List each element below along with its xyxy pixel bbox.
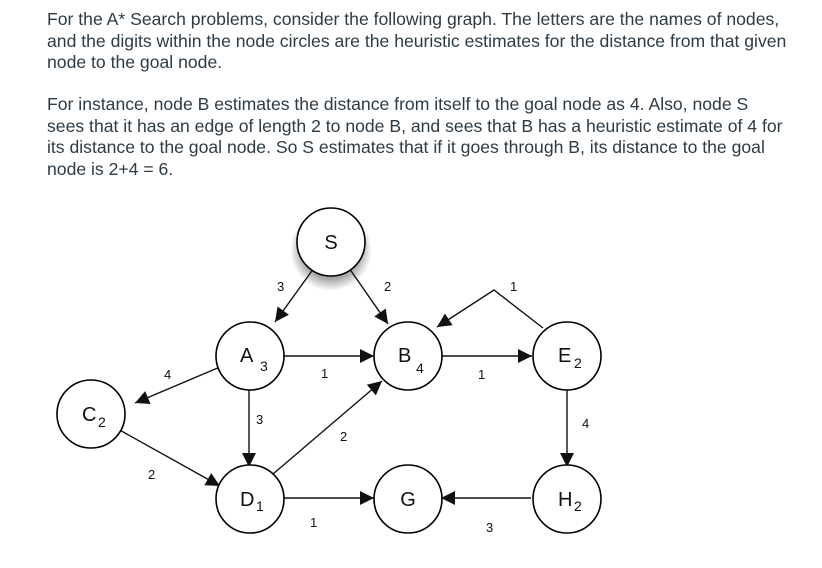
node-d-heuristic: 1 <box>256 498 264 514</box>
node-g-label: G <box>400 489 416 511</box>
edge-weight-a-c: 4 <box>164 367 171 382</box>
node-g: G <box>373 464 443 534</box>
edge-weight-s-b: 2 <box>384 279 391 294</box>
edge-weight-e-b: 1 <box>510 279 517 294</box>
node-d: D 1 <box>215 464 285 534</box>
edge-a-c <box>134 366 221 404</box>
edge-s-b <box>348 267 389 325</box>
nodes-group: S A 3 B 4 E 2 C 2 D 1 <box>56 207 602 534</box>
node-d-label: D <box>240 489 254 511</box>
node-a: A 3 <box>215 321 285 391</box>
edge-d-b <box>272 380 383 475</box>
node-s-label: S <box>324 232 337 254</box>
node-b-label: B <box>398 345 411 367</box>
node-b: B 4 <box>373 321 443 391</box>
edge-weight-d-g: 1 <box>310 515 317 530</box>
intro-paragraph: For the A* Search problems, consider the… <box>47 9 787 72</box>
node-b-heuristic: 4 <box>416 360 424 376</box>
node-h: H 2 <box>532 464 602 534</box>
node-e-label: E <box>558 345 571 367</box>
edge-c-d <box>115 427 221 487</box>
edge-weight-a-b: 1 <box>321 366 328 381</box>
node-c-heuristic: 2 <box>98 414 106 430</box>
edge-s-a <box>274 267 315 323</box>
edge-weight-a-d: 3 <box>256 412 263 427</box>
node-c-label: C <box>82 404 96 426</box>
edge-weight-d-b: 2 <box>340 429 347 444</box>
node-h-label: H <box>558 489 572 511</box>
node-a-label: A <box>240 345 254 367</box>
edge-e-b <box>436 289 544 329</box>
edge-weight-e-h: 4 <box>582 416 589 431</box>
edges-group: 3 2 1 4 3 1 1 2 2 1 4 3 <box>115 267 589 535</box>
node-a-heuristic: 3 <box>260 358 268 374</box>
node-c: C 2 <box>56 379 126 449</box>
edge-weight-s-a: 3 <box>277 279 284 294</box>
node-s: S <box>296 207 366 277</box>
edge-weight-b-e: 1 <box>478 367 485 382</box>
node-e: E 2 <box>532 321 602 391</box>
node-e-heuristic: 2 <box>574 355 582 371</box>
edge-weight-c-d: 2 <box>148 467 155 482</box>
example-paragraph: For instance, node B estimates the dista… <box>47 94 783 179</box>
edge-weight-h-g: 3 <box>486 520 493 535</box>
node-h-heuristic: 2 <box>574 498 582 514</box>
